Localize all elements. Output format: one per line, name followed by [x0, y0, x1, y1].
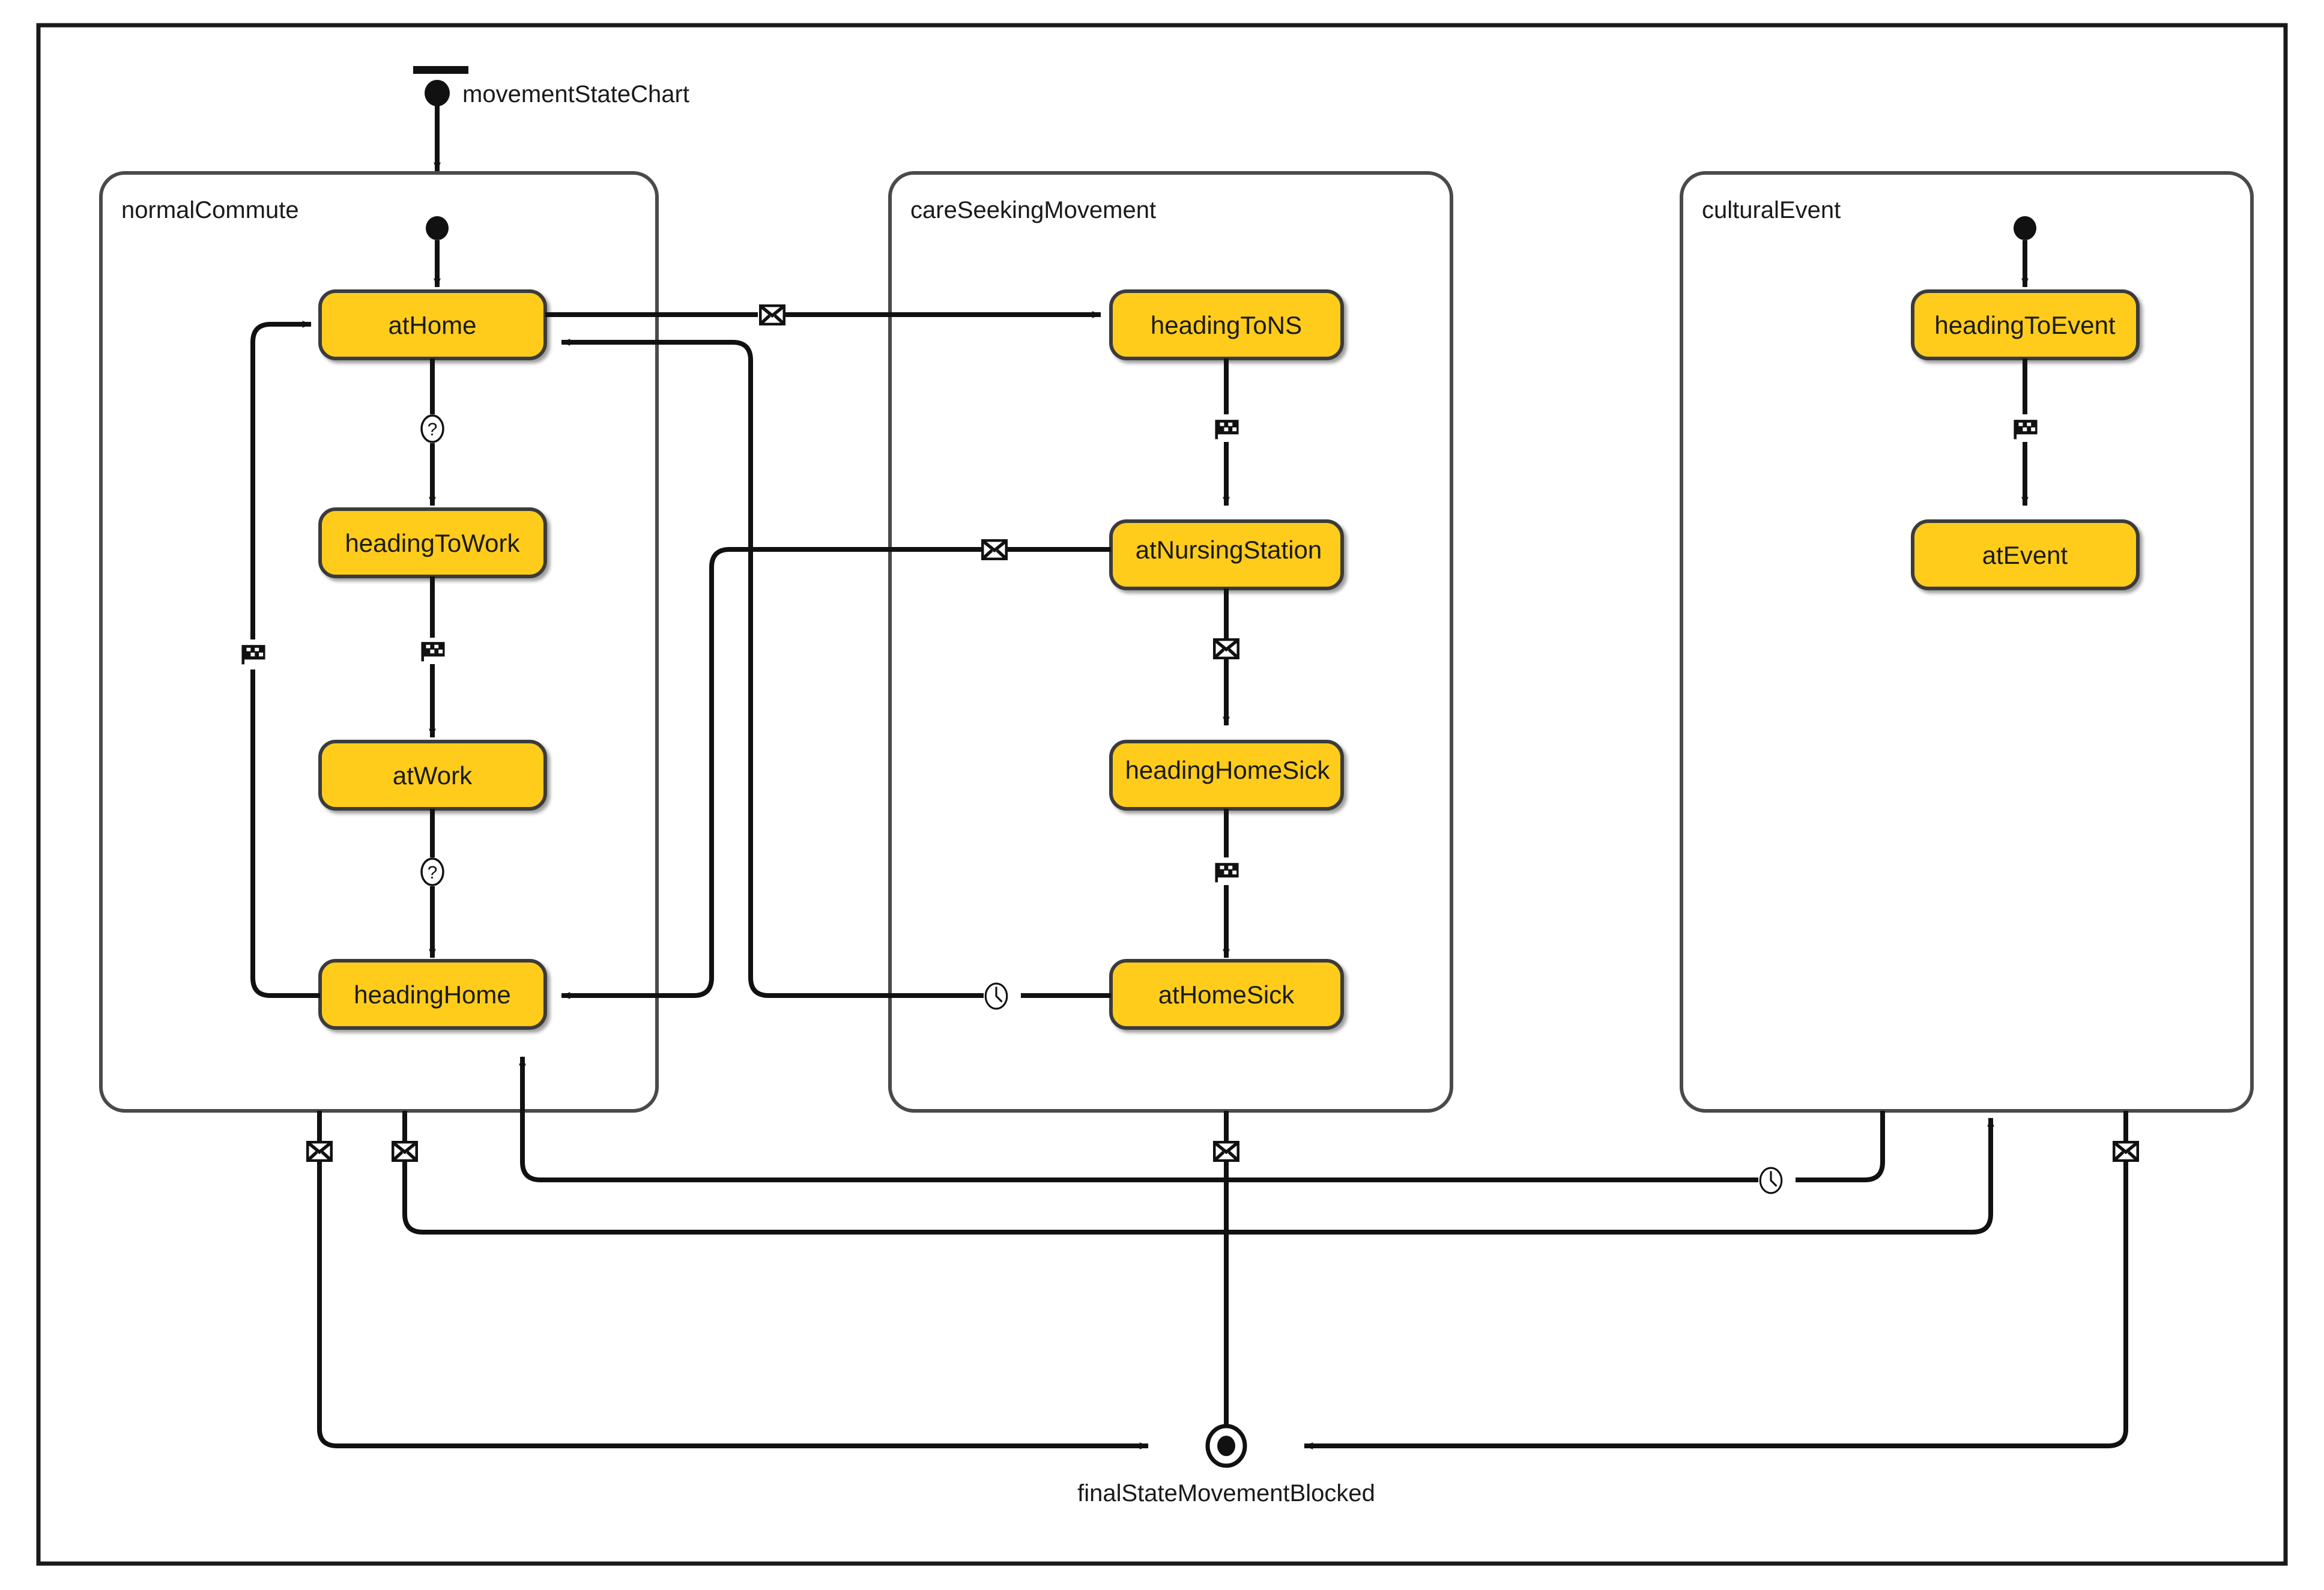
state-headingToNS[interactable]: headingToNS: [1109, 289, 1344, 360]
root-initial-label: movementStateChart: [462, 81, 689, 107]
message-icon: [1214, 639, 1238, 659]
state-atHome-label: atHome: [388, 311, 476, 339]
state-headingToEvent-label: headingToEvent: [1934, 311, 2116, 339]
state-atEvent-label: atEvent: [1982, 541, 2068, 569]
state-atWork-label: atWork: [393, 761, 473, 790]
message-icon: [393, 1142, 417, 1161]
message-icon: [2114, 1142, 2138, 1161]
region-careSeekingMovement: [888, 171, 1453, 1113]
state-atHome[interactable]: atHome: [318, 289, 547, 360]
state-atNursingStation[interactable]: atNursingStation: [1109, 519, 1344, 590]
region-culturalEvent: [1680, 171, 2254, 1113]
choice-icon: [420, 414, 444, 443]
message-icon: [760, 306, 784, 325]
state-headingToEvent[interactable]: headingToEvent: [1911, 289, 2140, 360]
message-icon: [982, 540, 1006, 560]
state-atEvent[interactable]: atEvent: [1911, 519, 2140, 590]
region-normalCommute-label: normalCommute: [121, 197, 299, 223]
state-headingToWork[interactable]: headingToWork: [318, 507, 547, 578]
choice-icon: [420, 857, 444, 886]
region-culturalEvent-label: culturalEvent: [1702, 197, 1841, 223]
state-headingHomeSick[interactable]: headingHomeSick: [1109, 740, 1344, 811]
state-headingHome-label: headingHome: [354, 981, 511, 1009]
normalCommute-initial-pseudostate: [426, 216, 449, 288]
region-normalCommute: [99, 171, 659, 1113]
state-atNursingStation-label: atNursingStation: [1136, 536, 1322, 564]
root-initial-pseudostate: [413, 66, 468, 172]
region-careSeekingMovement-label: careSeekingMovement: [910, 197, 1156, 223]
state-headingToNS-label: headingToNS: [1151, 311, 1302, 339]
timer-icon: [984, 982, 1008, 1010]
culturalEvent-initial-pseudostate: [2014, 216, 2036, 288]
state-headingHome[interactable]: headingHome: [318, 959, 547, 1030]
final-state-label: finalStateMovementBlocked: [1077, 1480, 1375, 1507]
final-state: [1205, 1424, 1247, 1468]
timer-icon: [1759, 1167, 1783, 1194]
state-headingToWork-label: headingToWork: [345, 529, 520, 557]
message-icon: [307, 1142, 331, 1161]
message-icon: [1214, 1142, 1238, 1161]
state-atHomeSick[interactable]: atHomeSick: [1109, 959, 1344, 1030]
state-atWork[interactable]: atWork: [318, 740, 547, 811]
state-headingHomeSick-label: headingHomeSick: [1125, 756, 1331, 784]
state-atHomeSick-label: atHomeSick: [1158, 981, 1295, 1009]
